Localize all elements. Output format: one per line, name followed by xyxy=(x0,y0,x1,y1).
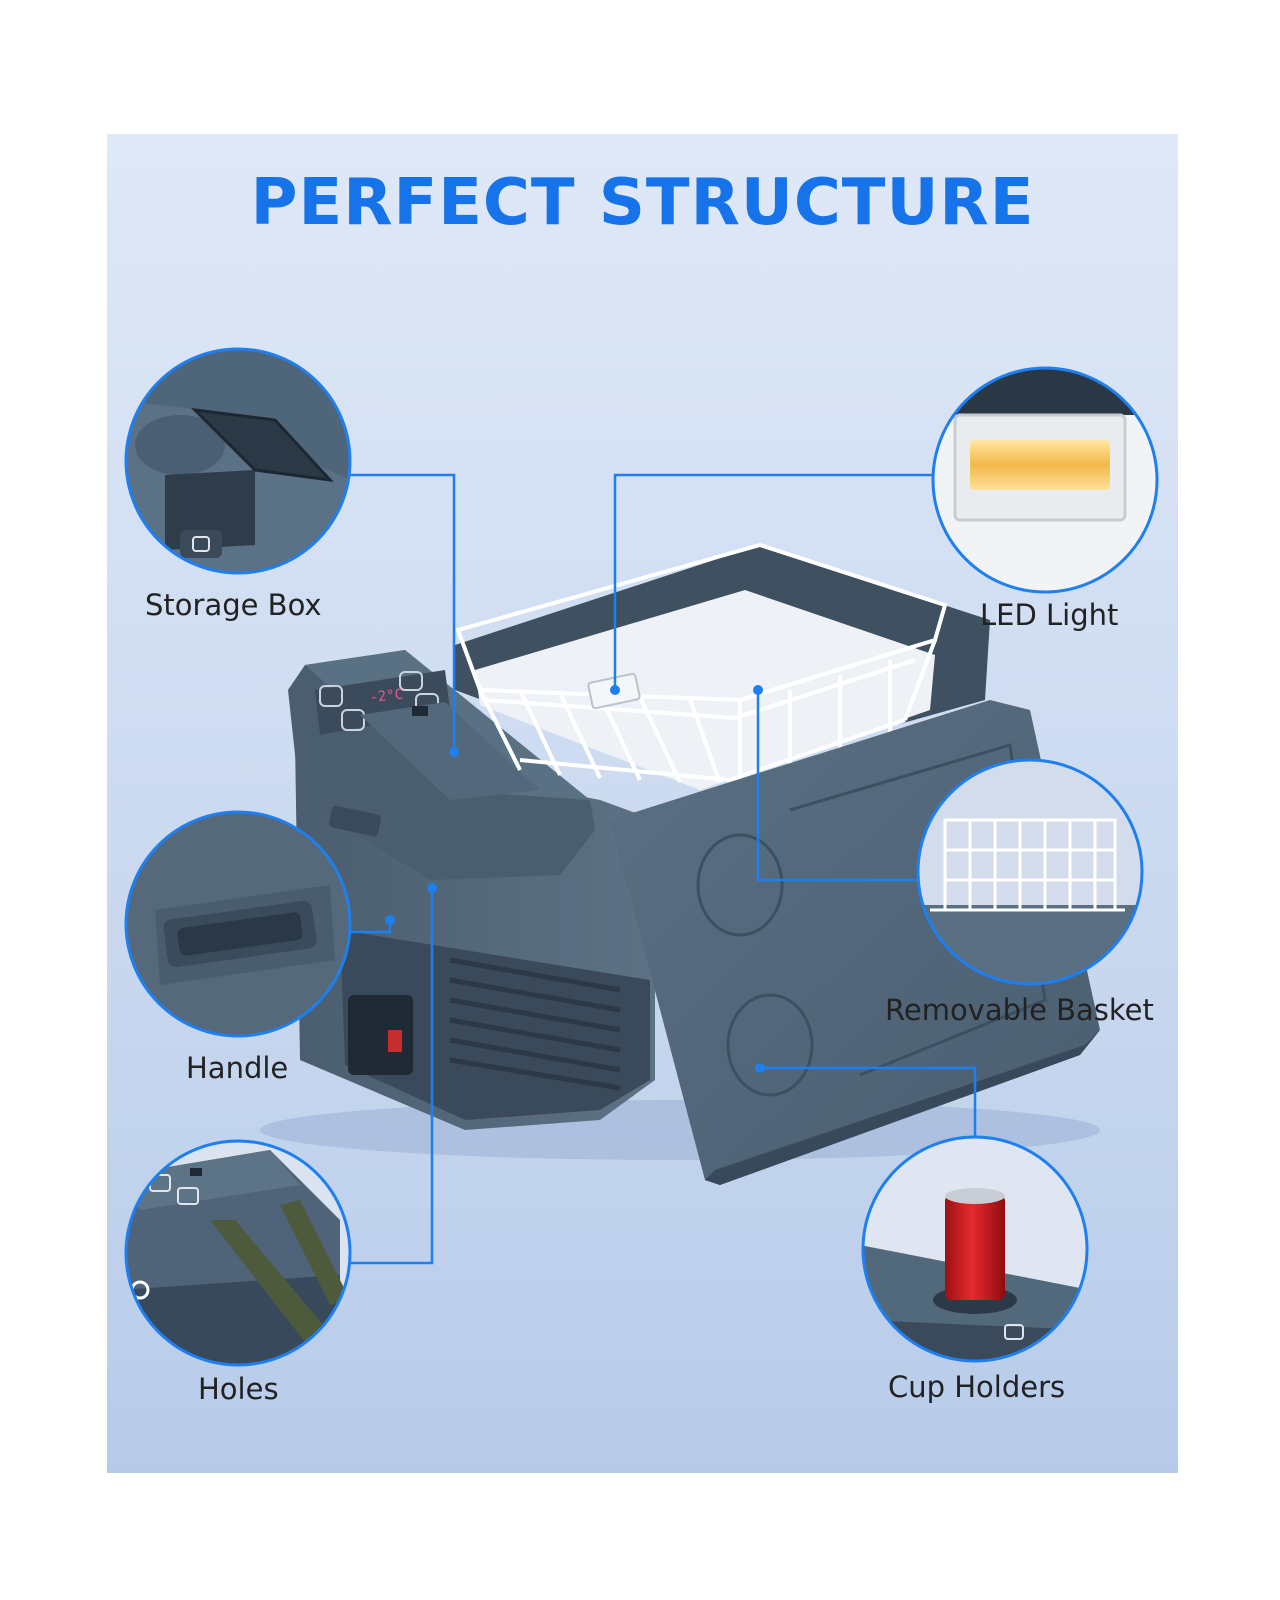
handle-detail xyxy=(124,810,352,1038)
settings-button[interactable] xyxy=(319,685,343,707)
fridge-lower-band xyxy=(340,930,650,1120)
cup-holders-label: Cup Holders xyxy=(888,1370,1066,1404)
lid-cup-holder-1 xyxy=(696,833,784,937)
lid-edge xyxy=(705,1030,1100,1185)
control-panel xyxy=(315,670,450,735)
callout-dots xyxy=(385,685,765,1073)
callout-lines xyxy=(350,473,977,1265)
storage-latch xyxy=(412,706,428,716)
led-light-label: LED Light xyxy=(980,598,1119,632)
minus-button[interactable] xyxy=(399,671,423,691)
power-port-panel xyxy=(348,995,413,1075)
power-switch xyxy=(388,1030,402,1052)
fridge-liner xyxy=(475,590,935,790)
holes-detail xyxy=(124,1139,352,1367)
temperature-display: -2°C xyxy=(369,687,404,706)
fridge-main: -2°C xyxy=(260,542,1100,1185)
power-button[interactable] xyxy=(341,709,365,731)
soda-can xyxy=(945,1195,1005,1300)
removable-basket-label: Removable Basket xyxy=(885,993,1154,1027)
cup-holders-detail xyxy=(861,1135,1089,1363)
storage-box-label: Storage Box xyxy=(145,588,322,622)
led-light-detail xyxy=(931,366,1159,594)
side-handle[interactable] xyxy=(328,805,381,837)
wire-basket[interactable] xyxy=(455,542,948,784)
vent-grille xyxy=(449,957,621,1091)
holes-label: Holes xyxy=(198,1372,279,1406)
lid-cup-holder-2 xyxy=(726,993,814,1097)
handle-label: Handle xyxy=(186,1051,289,1085)
page-title: PERFECT STRUCTURE xyxy=(250,166,1035,240)
removable-basket-detail xyxy=(916,758,1144,986)
storage-box-detail xyxy=(124,347,352,575)
